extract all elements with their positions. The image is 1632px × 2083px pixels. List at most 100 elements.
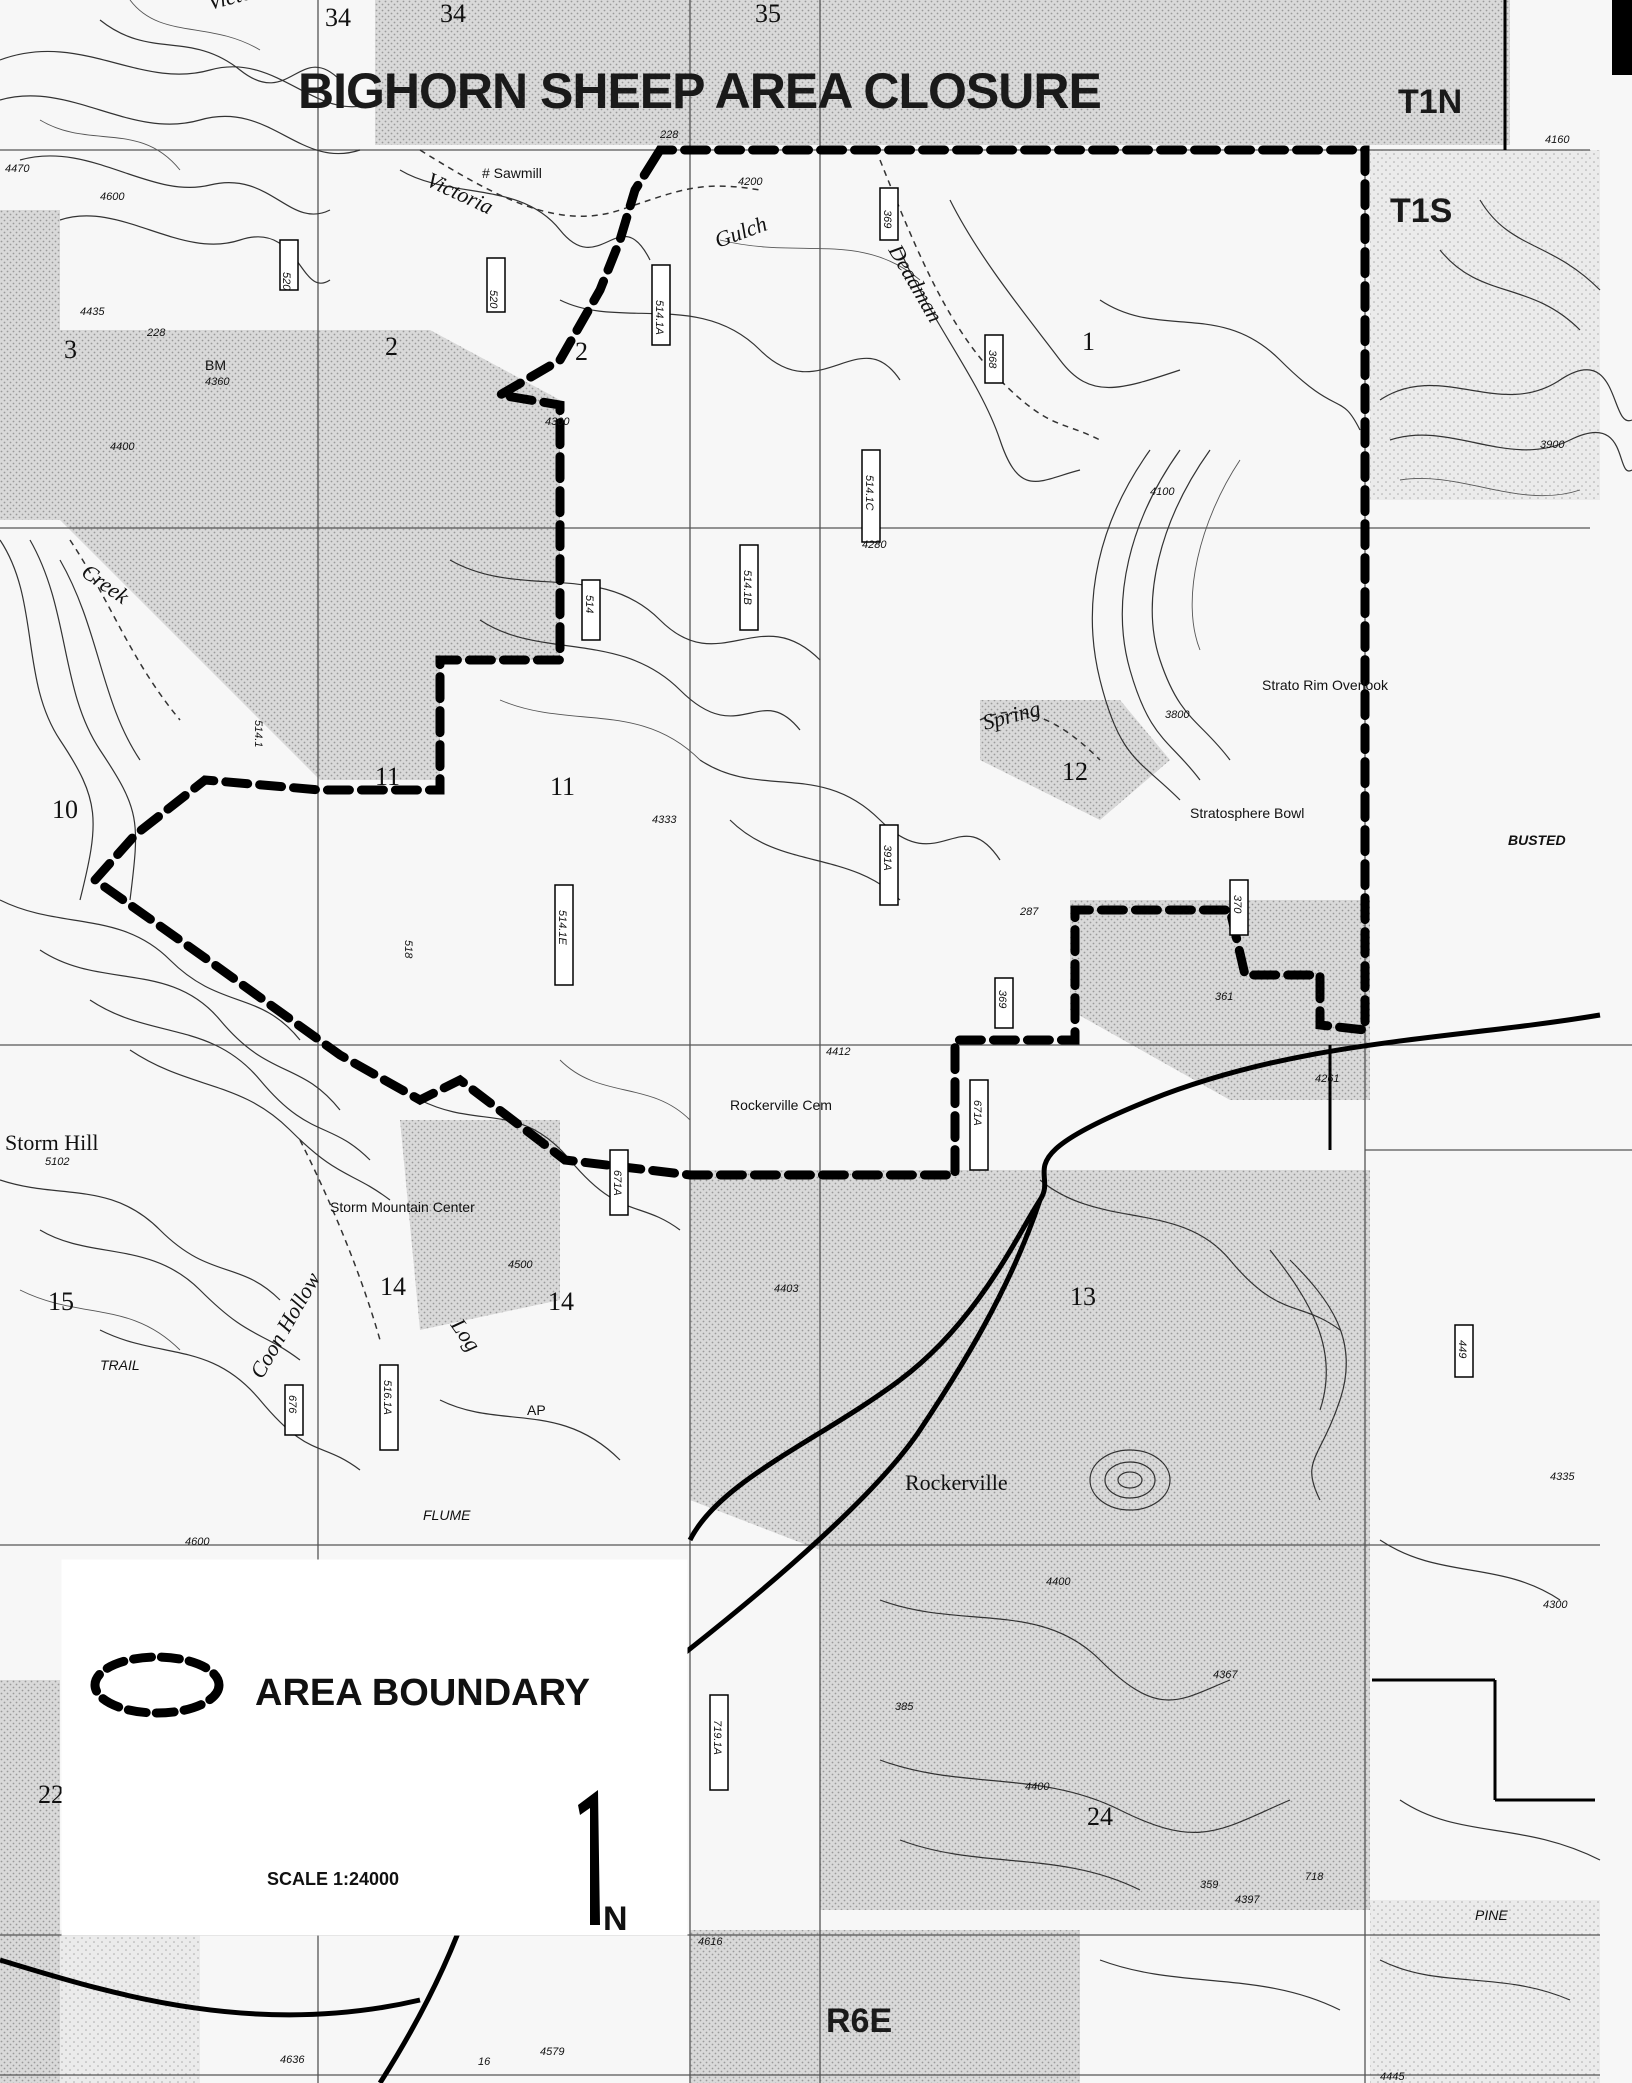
elevation-label: 4403 xyxy=(774,1283,799,1295)
road-number: 518 xyxy=(402,940,414,959)
elevation-label: 4367 xyxy=(1213,1669,1238,1681)
legend: AREA BOUNDARY SCALE 1:24000 N xyxy=(61,1559,688,1938)
road-number: 228 xyxy=(659,129,679,141)
legend-area-boundary-label: AREA BOUNDARY xyxy=(255,1672,590,1714)
legend-boundary-symbol xyxy=(90,1652,224,1718)
section-number: 3 xyxy=(64,335,77,364)
elevation-label: 5102 xyxy=(45,1156,69,1168)
road-number: 228 xyxy=(146,327,166,339)
north-arrow-letter: N xyxy=(603,1900,628,1938)
elevation-label: 3800 xyxy=(1165,709,1190,721)
section-numbers: 34 34 35 3 2 2 1 10 11 11 12 15 14 14 13… xyxy=(38,0,1113,1831)
place-bm: BM xyxy=(205,357,226,373)
road-number: 369 xyxy=(881,210,893,228)
road-number: 16 xyxy=(478,2056,491,2068)
place-sawmill: # Sawmill xyxy=(482,165,542,181)
road-number: 391A xyxy=(881,845,893,871)
elevation-label: 4300 xyxy=(545,416,570,428)
elevation-label: 4333 xyxy=(652,814,677,826)
road-number: 359 xyxy=(1200,1879,1218,1891)
section-number: 2 xyxy=(575,337,588,366)
road-number: 719.1A xyxy=(711,1720,723,1755)
section-number: 22 xyxy=(38,1780,64,1809)
road-number: 514.1C xyxy=(863,475,875,511)
legend-panel xyxy=(61,1559,688,1936)
section-number: 2 xyxy=(385,332,398,361)
elevation-label: 4261 xyxy=(1315,1073,1339,1085)
road-markers xyxy=(279,187,1474,1791)
road-number: 361 xyxy=(1215,991,1233,1003)
section-number: 13 xyxy=(1070,1282,1096,1311)
road-number: 514.1A xyxy=(653,300,665,335)
place-rockerville-cem: Rockerville Cem xyxy=(730,1097,832,1113)
elevation-labels: 4470 4435 4360 4600 4400 4300 4200 4100 … xyxy=(5,134,1575,2083)
place-storm-hill: Storm Hill xyxy=(5,1130,99,1155)
section-number: 12 xyxy=(1062,757,1088,786)
road-number: 385 xyxy=(895,1701,914,1713)
section-number: 1 xyxy=(1082,327,1095,356)
road-number: 671A xyxy=(971,1100,983,1126)
section-number: 35 xyxy=(755,0,781,28)
place-names: # Sawmill Rockerville Cem Rockerville St… xyxy=(5,165,1566,1923)
road-number: 520 xyxy=(487,290,499,309)
place-stratosphere-bowl: Stratosphere Bowl xyxy=(1190,805,1304,821)
place-strato-rim-overlook: Strato Rim Overlook xyxy=(1262,677,1389,693)
elevation-label: 4500 xyxy=(508,1259,533,1271)
elevation-label: 4400 xyxy=(110,441,135,453)
section-number: 11 xyxy=(375,762,400,791)
elevation-label: 3900 xyxy=(1540,439,1565,451)
road-number: 514.1B xyxy=(741,570,753,605)
scale-label: SCALE 1:24000 xyxy=(267,1869,399,1889)
elevation-label: 4600 xyxy=(100,191,125,203)
closure-area-boundary xyxy=(88,145,1370,1180)
road-number: 671A xyxy=(611,1170,623,1196)
elevation-label: 4100 xyxy=(1150,486,1175,498)
section-number: 15 xyxy=(48,1287,74,1316)
road-number: 449 xyxy=(1456,1340,1468,1358)
place-busted: BUSTED xyxy=(1508,832,1566,848)
north-arrow-icon: N xyxy=(578,1790,628,1938)
corner-tab xyxy=(1612,0,1632,75)
elevation-label: 4412 xyxy=(826,1046,850,1058)
elevation-label: 4397 xyxy=(1235,1894,1260,1906)
road-number: 718 xyxy=(1305,1871,1324,1883)
elevation-label: 4300 xyxy=(1543,1599,1568,1611)
section-number: 10 xyxy=(52,795,78,824)
elevation-label: 4280 xyxy=(862,539,887,551)
road-numbers: 228 228 520 520 514.1A 369 368 514.1C 51… xyxy=(146,129,1468,2068)
road-number: 520 xyxy=(280,272,292,291)
elevation-label: 4335 xyxy=(1550,1471,1575,1483)
section-number: 11 xyxy=(550,772,575,801)
elevation-label: 4435 xyxy=(80,306,105,318)
section-number: 14 xyxy=(548,1287,574,1316)
road-number: 287 xyxy=(1019,906,1039,918)
place-pine: PINE xyxy=(1475,1907,1508,1923)
elevation-label: 4400 xyxy=(1046,1576,1071,1588)
place-storm-mountain-center: Storm Mountain Center xyxy=(330,1199,475,1215)
map-title: BIGHORN SHEEP AREA CLOSURE xyxy=(298,63,1101,119)
place-flume: FLUME xyxy=(423,1507,471,1523)
elevation-label: 4470 xyxy=(5,163,30,175)
place-rockerville: Rockerville xyxy=(905,1470,1008,1495)
elevation-label: 4400 xyxy=(1025,1781,1050,1793)
section-number: 34 xyxy=(440,0,466,28)
section-number: 34 xyxy=(325,3,351,32)
elevation-label: 4636 xyxy=(280,2054,305,2066)
streams xyxy=(69,149,1101,1341)
section-number: 24 xyxy=(1087,1802,1113,1831)
township-label-t1n: T1N xyxy=(1398,83,1462,121)
township-label-t1s: T1S xyxy=(1390,192,1452,230)
elevation-label: 4445 xyxy=(1380,2071,1405,2083)
road-number: 369 xyxy=(996,990,1008,1008)
elevation-label: 4200 xyxy=(738,176,763,188)
road-number: 516.1A xyxy=(381,1380,393,1415)
elevation-label: 4600 xyxy=(185,1536,210,1548)
road-number: 514.1 xyxy=(252,720,264,748)
elevation-label: 4360 xyxy=(205,376,230,388)
road-number: 676 xyxy=(286,1395,298,1414)
road-number: 514 xyxy=(583,595,595,613)
section-number: 14 xyxy=(380,1272,406,1301)
elevation-label: 4579 xyxy=(540,2046,564,2058)
